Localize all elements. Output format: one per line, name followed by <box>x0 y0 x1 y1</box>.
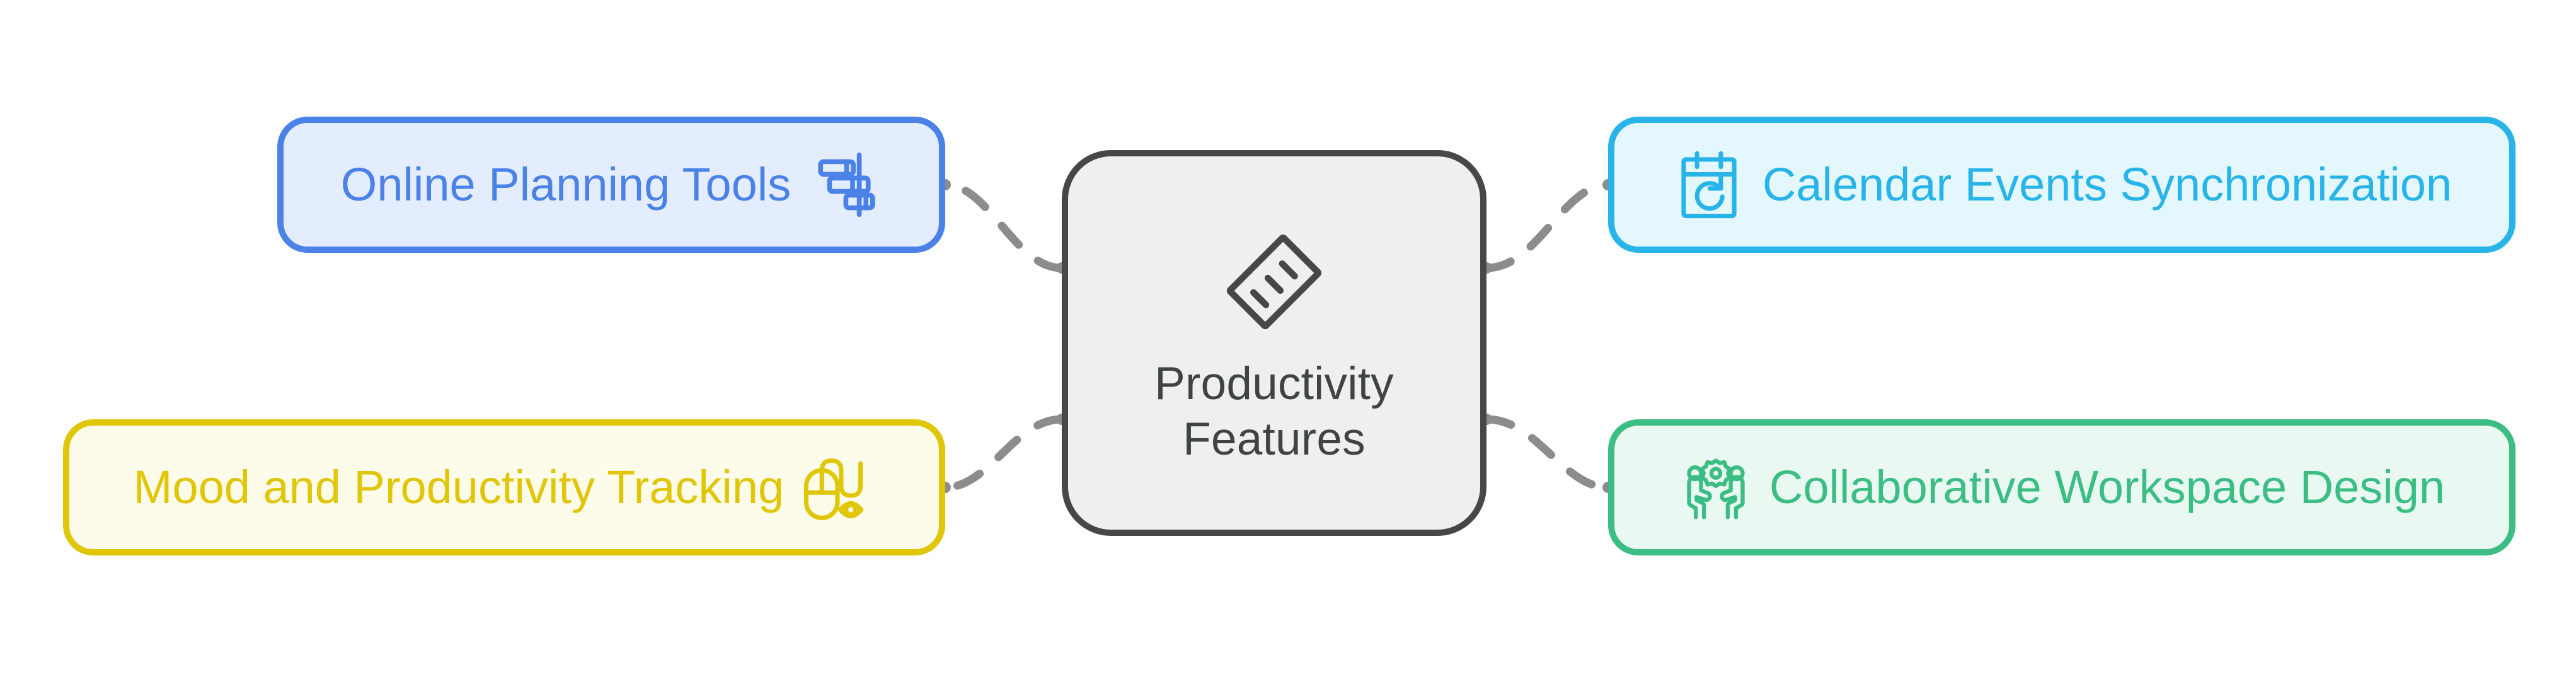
edge-root-mood <box>941 415 1066 492</box>
edge-root-planning <box>941 180 1066 272</box>
people-collaboration-icon <box>1679 450 1753 525</box>
ruler-icon <box>1211 219 1337 345</box>
edge-root-calendar <box>1482 180 1613 272</box>
mouse-eye-tracking-icon <box>800 450 875 525</box>
gantt-chart-icon <box>807 148 882 222</box>
branch-node-label: Mood and Productivity Tracking <box>133 461 785 514</box>
root-node-productivity-features[interactable]: Productivity Features <box>1062 150 1486 536</box>
branch-node-label: Online Planning Tools <box>340 158 791 211</box>
branch-node-collaborative-workspace-design[interactable]: Collaborative Workspace Design <box>1608 419 2516 555</box>
branch-node-online-planning-tools[interactable]: Online Planning Tools <box>277 117 945 253</box>
calendar-sync-icon <box>1672 148 1746 222</box>
branch-node-calendar-events-synchronization[interactable]: Calendar Events Synchronization <box>1608 117 2516 253</box>
branch-node-label: Calendar Events Synchronization <box>1762 158 2452 211</box>
branch-node-mood-and-productivity-tracking[interactable]: Mood and Productivity Tracking <box>63 419 945 555</box>
edge-root-collab <box>1482 415 1613 492</box>
branch-node-label: Collaborative Workspace Design <box>1769 461 2446 514</box>
root-node-label: Productivity Features <box>1154 358 1394 465</box>
